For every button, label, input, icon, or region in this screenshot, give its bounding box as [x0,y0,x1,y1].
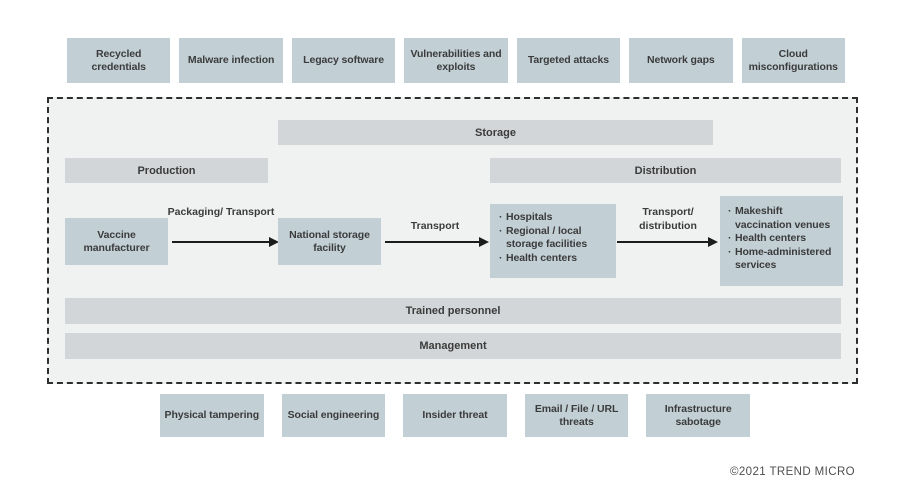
threat-box-insider-threat: Insider threat [403,394,507,437]
arrow-label-transport-distribution: Transport/ distribution [639,206,697,232]
threat-box-email-file-url-threats: Email / File / URL threats [524,394,629,437]
flow-arrow-3-line [617,241,708,243]
arrow-label-packaging-transport: Packaging/ Transport [167,206,275,218]
node-vaccine-manufacturer: Vaccine manufacturer [65,218,168,265]
list-item: Home-administered services [727,246,840,273]
copyright-notice: ©2021 TREND MICRO [730,466,855,478]
node-mid-distribution-sites: Hospitals Regional / local storage facil… [490,204,616,278]
list-item: Regional / local storage facilities [498,225,612,252]
node-national-storage-facility: National storage facility [278,218,381,265]
threat-box-malware-infection: Malware infection [179,38,283,83]
threat-box-cloud-misconfigurations: Cloud misconfigurations [741,38,845,83]
list-item: Health centers [498,252,612,266]
flow-arrow-3-arrowhead-icon [708,237,718,247]
arrow-label-transport: Transport [410,220,460,232]
flow-arrow-2-line [385,241,479,243]
threat-box-legacy-software: Legacy software [291,38,396,83]
supply-chain-container: Storage Production Distribution Vaccine … [47,97,858,384]
stage-bar-production: Production [65,158,268,183]
threat-box-network-gaps: Network gaps [629,38,733,83]
flow-arrow-1-line [172,241,269,243]
threat-box-physical-tampering: Physical tampering [160,394,264,437]
list-item: Hospitals [498,211,612,225]
list-item: Health centers [727,232,840,246]
threat-box-social-engineering: Social engineering [281,394,386,437]
stage-bar-trained-personnel: Trained personnel [65,298,841,324]
threat-box-vulnerabilities-exploits: Vulnerabilities and exploits [404,38,508,83]
threat-box-infrastructure-sabotage: Infrastructure sabotage [646,394,750,437]
bottom-threats-row: Physical tampering Social engineering In… [160,394,750,437]
threat-box-recycled-credentials: Recycled credentials [67,38,171,83]
stage-bar-distribution: Distribution [490,158,841,183]
flow-arrow-1-arrowhead-icon [269,237,279,247]
stage-bar-storage: Storage [278,120,713,145]
flow-arrow-2-arrowhead-icon [479,237,489,247]
stage-bar-management: Management [65,333,841,359]
node-last-mile-sites: Makeshift vaccination venues Health cent… [720,196,843,286]
threat-box-targeted-attacks: Targeted attacks [516,38,621,83]
top-threats-row: Recycled credentials Malware infection L… [67,38,845,83]
list-item: Makeshift vaccination venues [727,205,840,232]
